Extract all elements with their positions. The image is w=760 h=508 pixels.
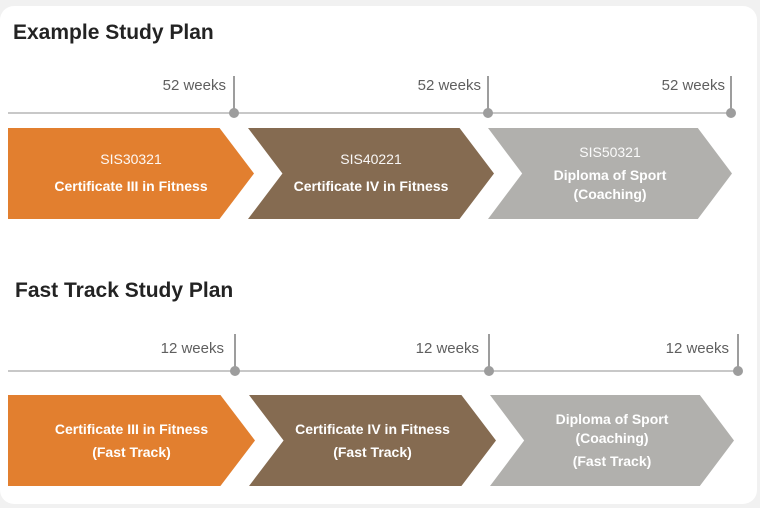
fast-track-duration-1: 12 weeks — [160, 340, 224, 357]
fast-track-plan-title: Fast Track Study Plan — [15, 279, 234, 302]
fast-track-note: (Fast Track) — [572, 453, 652, 469]
timeline-tick — [233, 76, 235, 113]
course-name-line-1: Diploma of Sport — [555, 411, 669, 427]
fast-stage-cert-iii: Certificate III in Fitness (Fast Track) — [8, 395, 255, 486]
timeline-tick — [487, 76, 489, 113]
fast-track-note: (Fast Track) — [92, 443, 171, 460]
timeline-marker — [483, 108, 493, 118]
course-name-line-2: (Coaching) — [573, 185, 647, 202]
course-name: Certificate IV in Fitness — [293, 178, 449, 194]
course-name: Certificate IV in Fitness — [295, 420, 450, 437]
fast-track-timeline — [8, 370, 740, 372]
timeline-marker — [230, 366, 240, 376]
example-duration-1: 52 weeks — [162, 77, 226, 94]
course-name: Certificate III in Fitness — [54, 178, 208, 194]
fast-track-note: (Fast Track) — [333, 443, 412, 460]
course-code: SIS50321 — [579, 143, 641, 160]
example-duration-2: 52 weeks — [417, 77, 481, 94]
example-duration-3: 52 weeks — [661, 77, 725, 94]
timeline-marker — [733, 366, 743, 376]
example-timeline — [8, 112, 734, 114]
stage-cert-iii: SIS30321 Certificate III in Fitness — [8, 128, 254, 219]
stage-cert-iv: SIS40221 Certificate IV in Fitness — [248, 128, 494, 219]
timeline-tick — [737, 334, 739, 371]
timeline-marker — [229, 108, 239, 118]
example-plan-title: Example Study Plan — [13, 21, 214, 44]
fast-stage-diploma: Diploma of Sport (Coaching) (Fast Track) — [490, 395, 734, 486]
fast-stage-cert-iv: Certificate IV in Fitness (Fast Track) — [249, 395, 496, 486]
course-name-line-1: Diploma of Sport — [553, 166, 667, 183]
course-name: Certificate III in Fitness — [54, 420, 209, 437]
stage-diploma: SIS50321 Diploma of Sport (Coaching) — [488, 128, 732, 219]
timeline-tick — [488, 334, 490, 371]
course-name-line-2: (Coaching) — [575, 430, 649, 446]
timeline-marker — [726, 108, 736, 118]
timeline-marker — [484, 366, 494, 376]
timeline-tick — [234, 334, 236, 371]
fast-track-duration-3: 12 weeks — [665, 340, 729, 357]
timeline-tick — [730, 76, 732, 113]
course-code: SIS30321 — [100, 151, 162, 167]
course-code: SIS40221 — [340, 151, 402, 167]
fast-track-duration-2: 12 weeks — [415, 340, 479, 357]
